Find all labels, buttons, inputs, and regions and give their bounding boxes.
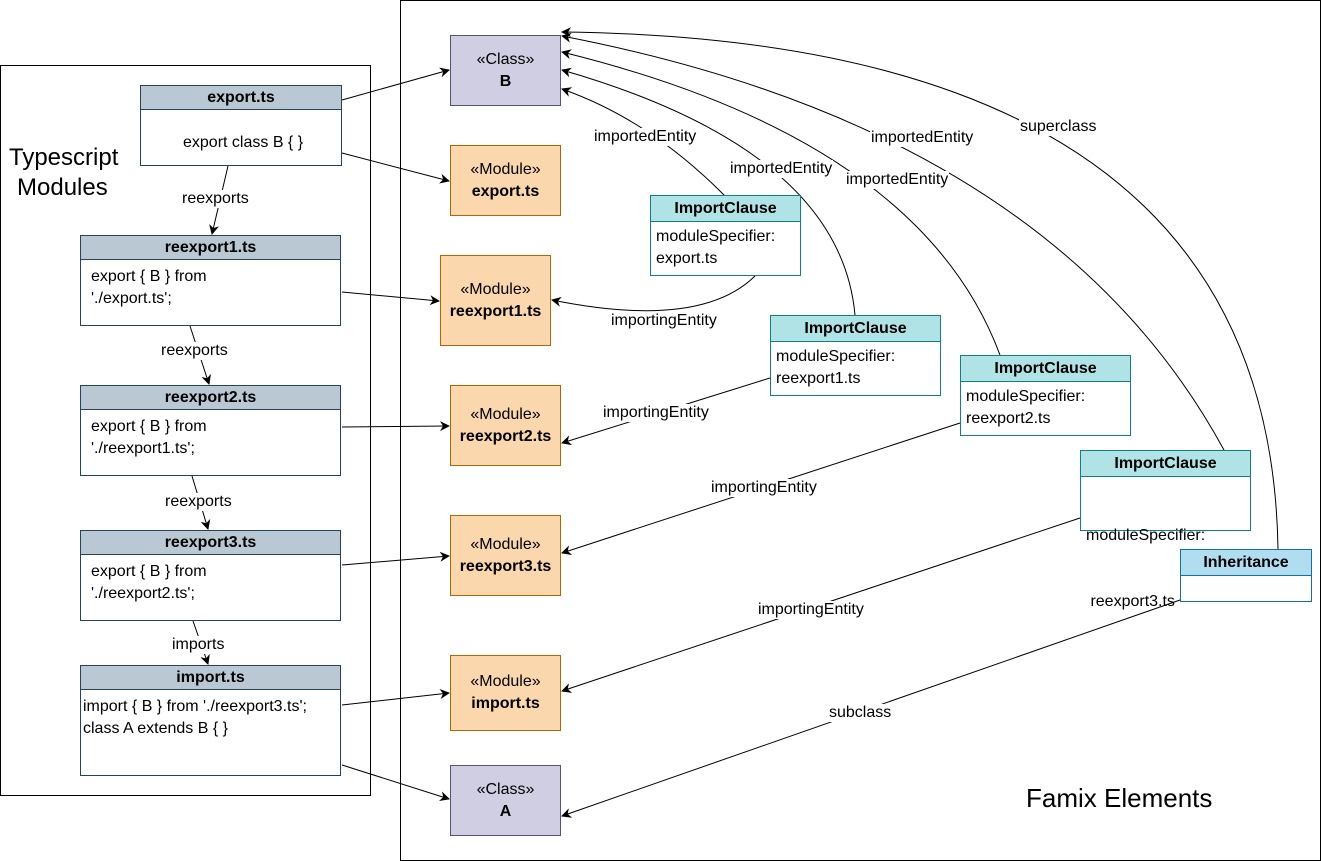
- relation-label-reexports: reexports: [181, 190, 250, 208]
- import-clause-reexport3[interactable]: ImportClause moduleSpecifier: reexport3.…: [1080, 450, 1251, 610]
- famix-module-reexport1[interactable]: «Module» reexport1.ts: [440, 255, 551, 346]
- famix-elements-title: Famix Elements: [1026, 783, 1213, 813]
- file-code: export { B } from './reexport2.ts';: [81, 555, 340, 605]
- file-code: import { B } from './reexport3.ts'; clas…: [81, 690, 340, 740]
- import-clause-export[interactable]: ImportClause moduleSpecifier: export.ts: [650, 195, 801, 276]
- code-line: export { B } from: [91, 563, 207, 580]
- code-line: import { B } from './reexport3.ts';: [83, 698, 307, 715]
- import-clause-reexport2[interactable]: ImportClause moduleSpecifier: reexport2.…: [960, 355, 1131, 436]
- file-code: export { B } from './reexport1.ts';: [81, 410, 340, 460]
- entity-name: reexport1.ts: [449, 302, 542, 320]
- attr-value: export.ts: [656, 250, 718, 267]
- code-line: './reexport1.ts';: [91, 440, 195, 457]
- label-superclass: superclass: [1019, 118, 1098, 136]
- label-imported-entity: importedEntity: [845, 171, 950, 189]
- famix-module-export[interactable]: «Module» export.ts: [450, 145, 561, 216]
- relation-label-imports: imports: [171, 636, 226, 654]
- label-importing-entity: importingEntity: [602, 404, 710, 422]
- stereotype: «Module»: [470, 160, 541, 178]
- title-line-1: Typescript: [9, 144, 119, 171]
- edge-import-to-class-a: [341, 764, 450, 802]
- file-code: export class B { }: [141, 110, 341, 154]
- label-importing-entity: importingEntity: [710, 479, 818, 497]
- typescript-modules-frame: [0, 65, 371, 796]
- famix-module-reexport2[interactable]: «Module» reexport2.ts: [450, 385, 561, 466]
- entity-name: A: [499, 802, 512, 820]
- file-name: export.ts: [141, 86, 341, 110]
- ts-file-reexport1[interactable]: reexport1.ts export { B } from './export…: [80, 235, 341, 326]
- entity-name: B: [499, 72, 512, 90]
- import-clause-title: ImportClause: [771, 316, 940, 342]
- import-clause-title: ImportClause: [961, 356, 1130, 382]
- import-clause-reexport1[interactable]: ImportClause moduleSpecifier: reexport1.…: [770, 315, 941, 396]
- ts-file-reexport3[interactable]: reexport3.ts export { B } from './reexpo…: [80, 530, 341, 621]
- ts-file-import[interactable]: import.ts import { B } from './reexport3…: [80, 665, 341, 776]
- entity-name: export.ts: [471, 182, 540, 200]
- import-clause-title: ImportClause: [651, 196, 800, 222]
- attr-name: moduleSpecifier:: [776, 348, 896, 365]
- entity-name: import.ts: [471, 695, 540, 712]
- edge-superclass: [561, 27, 1279, 550]
- stereotype: «Module»: [470, 673, 541, 690]
- code-line: './reexport2.ts';: [91, 585, 195, 602]
- typescript-modules-title: Typescript Modules: [9, 143, 118, 203]
- file-name: reexport2.ts: [81, 386, 340, 410]
- famix-class-b[interactable]: «Class» B: [450, 35, 561, 106]
- relation-label-reexports: reexports: [164, 493, 233, 511]
- label-importing-entity: importingEntity: [610, 312, 718, 330]
- code-line: class A extends B { }: [83, 720, 228, 737]
- title-line-2: Modules: [17, 174, 108, 201]
- code-line: export class B { }: [183, 134, 304, 151]
- edge-reexport2-to-module: [341, 421, 450, 432]
- code-line: export { B } from: [91, 418, 207, 435]
- edge-export-to-module-export: [341, 152, 450, 184]
- file-name: import.ts: [81, 666, 340, 690]
- label-importing-entity: importingEntity: [757, 601, 865, 619]
- attr-value: reexport3.ts: [1086, 593, 1175, 610]
- label-subclass: subclass: [828, 704, 893, 722]
- entity-name: reexport3.ts: [459, 557, 552, 575]
- stereotype: «Module»: [470, 535, 541, 553]
- label-imported-entity: importedEntity: [729, 160, 834, 178]
- edge-imported-entity-4: [561, 32, 1225, 451]
- famix-module-reexport3[interactable]: «Module» reexport3.ts: [450, 515, 561, 596]
- file-code: export { B } from './export.ts';: [81, 260, 340, 310]
- edge-export-to-class-b: [341, 67, 450, 101]
- label-imported-entity: importedEntity: [870, 129, 975, 147]
- attr-name: moduleSpecifier:: [1086, 527, 1206, 544]
- file-name: reexport1.ts: [81, 236, 340, 260]
- attr-value: reexport1.ts: [776, 370, 861, 387]
- stereotype: «Module»: [460, 280, 531, 298]
- famix-class-a[interactable]: «Class» A: [450, 765, 561, 836]
- famix-module-import[interactable]: «Module» import.ts: [450, 655, 561, 731]
- edge-reexport3-to-module: [341, 551, 450, 566]
- inheritance-title: Inheritance: [1181, 550, 1311, 576]
- code-line: export { B } from: [91, 268, 207, 285]
- edge-reexport1-to-module: [341, 291, 440, 306]
- import-clause-body: moduleSpecifier: reexport3.ts: [1081, 477, 1250, 657]
- code-line: './export.ts';: [91, 290, 172, 307]
- inheritance-box[interactable]: Inheritance: [1180, 549, 1312, 602]
- import-clause-body: moduleSpecifier: reexport2.ts: [961, 382, 1130, 430]
- ts-file-reexport2[interactable]: reexport2.ts export { B } from './reexpo…: [80, 385, 341, 476]
- stereotype: «Class»: [476, 780, 535, 798]
- edge-import-to-module: [341, 689, 450, 706]
- file-name: reexport3.ts: [81, 531, 340, 555]
- import-clause-body: moduleSpecifier: reexport1.ts: [771, 342, 940, 390]
- attr-name: moduleSpecifier:: [656, 228, 776, 245]
- edge-importing-entity-1: [551, 275, 756, 312]
- import-clause-body: moduleSpecifier: export.ts: [651, 222, 800, 270]
- import-clause-title: ImportClause: [1081, 451, 1250, 477]
- entity-name: reexport2.ts: [459, 427, 552, 445]
- attr-name: moduleSpecifier:: [966, 388, 1086, 405]
- stereotype: «Class»: [476, 50, 535, 68]
- ts-file-export[interactable]: export.ts export class B { }: [140, 85, 342, 166]
- label-imported-entity: importedEntity: [593, 128, 698, 146]
- stereotype: «Module»: [470, 405, 541, 423]
- attr-value: reexport2.ts: [966, 410, 1051, 427]
- relation-label-reexports: reexports: [160, 342, 229, 360]
